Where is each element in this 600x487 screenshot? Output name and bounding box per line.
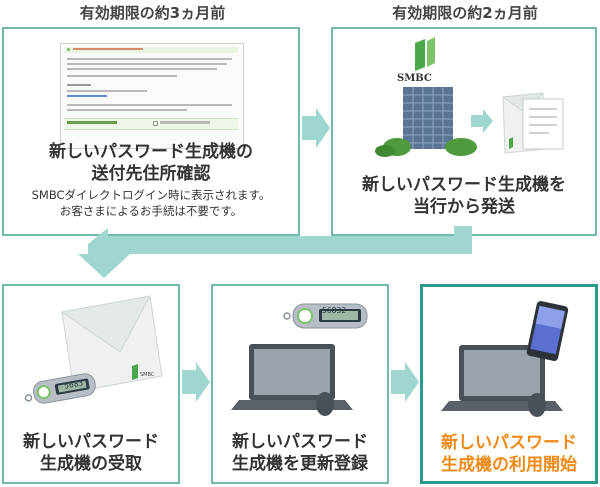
step5-title-line2: 生成機の利用開始: [441, 455, 577, 475]
step5-start-using-box: 新しいパスワード 生成機の利用開始: [420, 284, 598, 484]
step3-title-line1: 新しいパスワード: [23, 432, 159, 452]
arrow-right-icon: [391, 362, 419, 402]
arrow-down-left-icon: [78, 226, 472, 278]
step1-title-line2: 送付先住所確認: [91, 164, 211, 184]
step4-title-line2: 生成機を更新登録: [232, 454, 368, 474]
column-title-2-months: 有効期限の約2ヵ月前: [392, 4, 538, 22]
laptop-and-smartphone-icon: [441, 301, 569, 417]
step2-title-line1: 新しいパスワード生成機を: [362, 175, 566, 195]
step5-title-line1: 新しいパスワード: [441, 433, 577, 453]
column-title-3-months: 有効期限の約3ヵ月前: [79, 4, 226, 22]
step1-note-line2: お客さまによるお手続は不要です。: [59, 204, 243, 218]
step1-address-confirmation-box: 新しいパスワード生成機の 送付先住所確認 SMBCダイレクトログイン時に表示され…: [2, 27, 300, 236]
laptop-and-token-icon: [231, 303, 368, 416]
envelope-and-token-icon: SMBC: [24, 295, 163, 404]
step1-title-line1: 新しいパスワード生成機の: [49, 142, 253, 162]
step4-register-box: 56832 新しいパスワード 生成機を更新登録: [211, 284, 389, 484]
step2-title-line2: 当行から発送: [413, 197, 515, 217]
step3-receive-box: SMBC 5683 新しいパスワード 生成機の受取: [2, 284, 180, 484]
step1-note-line1: SMBCダイレクトログイン時に表示されます。: [31, 188, 271, 202]
svg-text:SMBC: SMBC: [140, 372, 155, 378]
arrow-right-icon: [182, 362, 210, 402]
step4-title-line1: 新しいパスワード: [232, 432, 368, 452]
step2-dispatch-box: SMBC 新しいパスワード生成機を 当行から発送: [331, 27, 597, 236]
token-display-code-2: 56832: [322, 306, 347, 315]
step3-title-line2: 生成機の受取: [40, 454, 142, 474]
bank-building-and-envelope-icon: [375, 37, 564, 157]
arrow-right-icon: [302, 108, 330, 148]
brand-name: SMBC: [397, 73, 432, 84]
notice-screenshot-thumbnail: [60, 43, 244, 149]
